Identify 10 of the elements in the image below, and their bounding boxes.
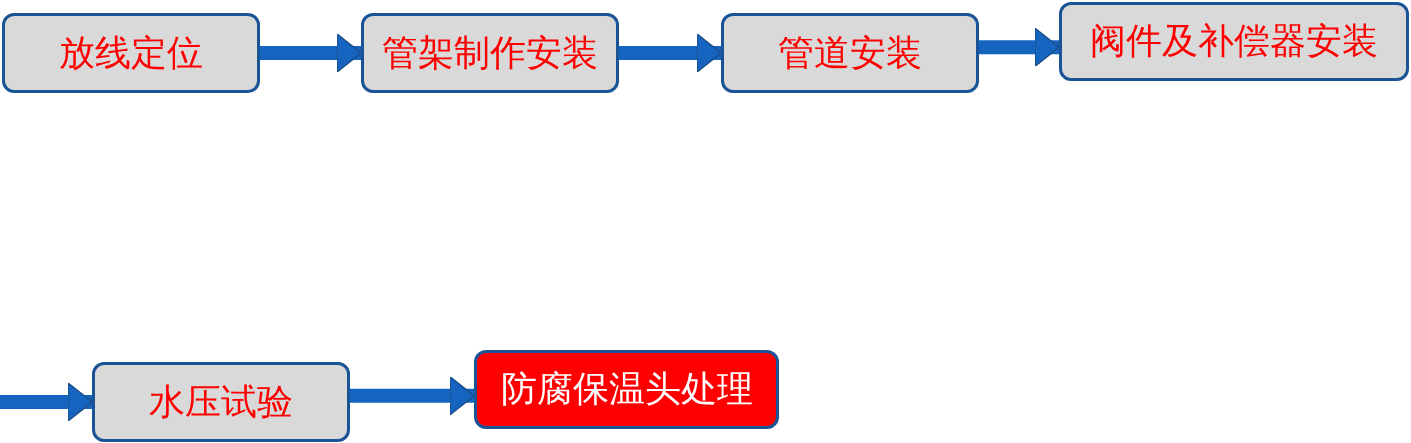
process-box: 管道安装: [721, 13, 979, 93]
arrow: [0, 382, 93, 422]
process-box: 管架制作安装: [361, 13, 619, 93]
process-box: 水压试验: [92, 362, 350, 442]
process-box: 防腐保温头处理: [474, 350, 779, 429]
process-box: 阀件及补偿器安装: [1059, 2, 1409, 81]
arrow: [979, 27, 1060, 67]
arrow: [619, 33, 722, 73]
process-box: 放线定位: [2, 13, 260, 93]
arrow: [260, 33, 362, 73]
